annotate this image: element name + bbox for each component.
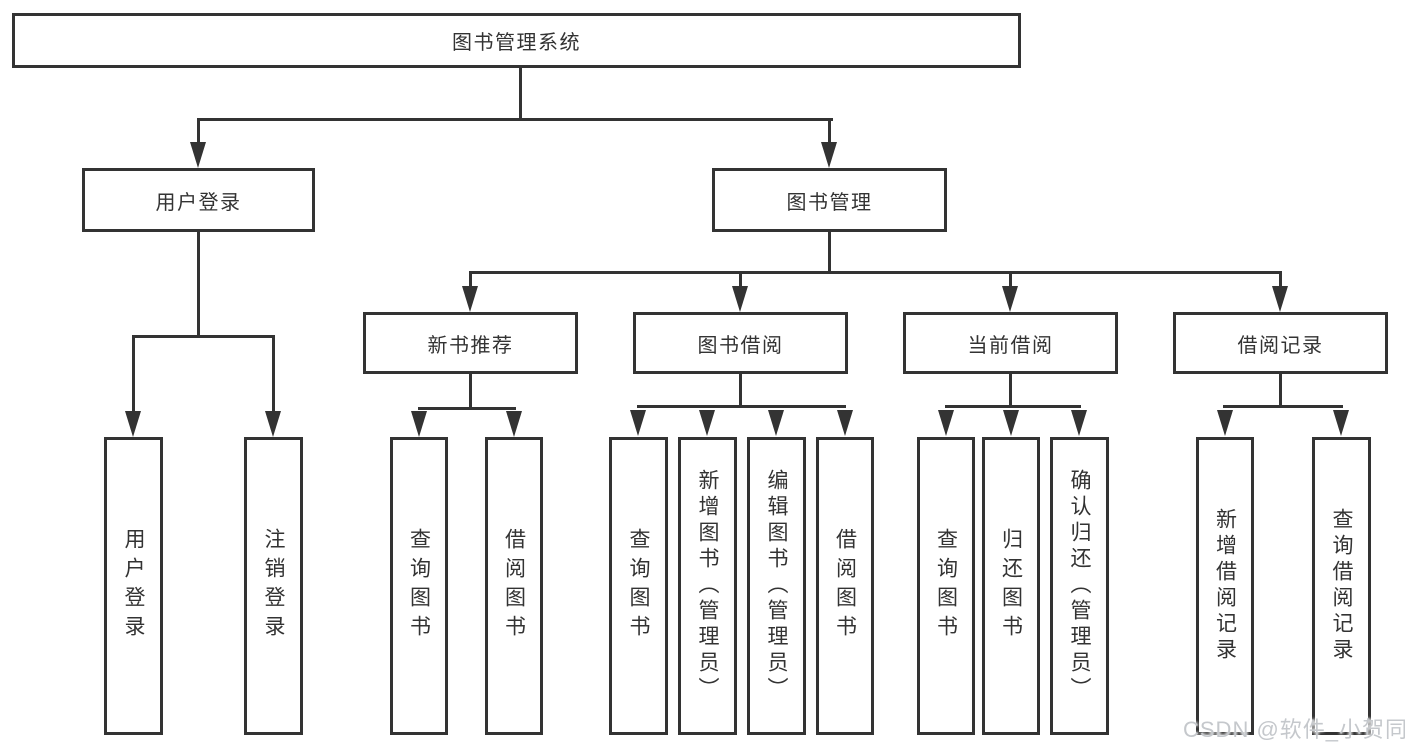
node-borrow-record: 借阅记录 bbox=[1173, 312, 1388, 374]
arrowhead-book-management-icon bbox=[821, 142, 837, 168]
leaf-add-books-admin: 新增图书（管理员） bbox=[678, 437, 737, 735]
leaf-borrow-query-books: 查询图书 bbox=[609, 437, 668, 735]
leaf-borrow-query-books-label: 查询图书 bbox=[627, 528, 650, 644]
arrowhead-query-record-icon bbox=[1333, 410, 1349, 436]
connector-stem-book-management bbox=[828, 118, 831, 150]
leaf-user-login-label: 用户登录 bbox=[122, 528, 145, 644]
connector-stem-leaf-user-login bbox=[132, 335, 135, 415]
connector-user-login-hline bbox=[132, 335, 274, 338]
leaf-recommend-borrow-books-label: 借阅图书 bbox=[502, 528, 526, 644]
connector-stem-leaf-logout bbox=[272, 335, 275, 415]
leaf-add-borrow-record-label: 新增借阅记录 bbox=[1213, 508, 1237, 664]
node-current-borrow: 当前借阅 bbox=[903, 312, 1118, 374]
arrowhead-return-books-icon bbox=[1003, 410, 1019, 436]
arrowhead-confirm-return-icon bbox=[1071, 410, 1087, 436]
connector-user-login-vline bbox=[197, 232, 200, 338]
leaf-current-query-books: 查询图书 bbox=[917, 437, 975, 735]
connector-book-management-vline bbox=[828, 232, 831, 274]
connector-stem-current-borrow bbox=[1009, 271, 1012, 289]
node-book-management: 图书管理 bbox=[712, 168, 947, 232]
arrowhead-book-borrow-icon bbox=[732, 286, 748, 312]
arrowhead-borrow-books-icon bbox=[837, 410, 853, 436]
arrowhead-borrow-record-icon bbox=[1272, 286, 1288, 312]
connector-root-hline bbox=[197, 118, 833, 121]
connector-root-vline bbox=[519, 68, 522, 120]
connector-borrow-vline bbox=[739, 374, 742, 408]
node-book-management-label: 图书管理 bbox=[786, 191, 873, 214]
arrowhead-user-login-icon bbox=[190, 142, 206, 168]
leaf-borrow-books-label: 借阅图书 bbox=[833, 528, 857, 644]
leaf-return-books: 归还图书 bbox=[982, 437, 1040, 735]
arrowhead-add-books-icon bbox=[699, 410, 715, 436]
leaf-current-query-books-label: 查询图书 bbox=[934, 528, 958, 644]
node-root: 图书管理系统 bbox=[12, 13, 1021, 68]
node-root-label: 图书管理系统 bbox=[452, 32, 581, 54]
connector-recommend-vline bbox=[469, 374, 472, 410]
arrowhead-add-record-icon bbox=[1217, 410, 1233, 436]
leaf-recommend-borrow-books: 借阅图书 bbox=[485, 437, 543, 735]
leaf-logout-label: 注销登录 bbox=[262, 528, 285, 644]
connector-stem-user-login bbox=[197, 118, 200, 150]
connector-current-hline bbox=[945, 405, 1081, 408]
arrowhead-recommend-borrow-icon bbox=[506, 411, 522, 437]
arrowhead-new-book-icon bbox=[462, 286, 478, 312]
leaf-return-books-label: 归还图书 bbox=[999, 528, 1023, 644]
arrowhead-borrow-query-icon bbox=[630, 410, 646, 436]
leaf-confirm-return-admin: 确认归还（管理员） bbox=[1050, 437, 1109, 735]
node-borrow-record-label: 借阅记录 bbox=[1237, 334, 1324, 357]
connector-record-vline bbox=[1279, 374, 1282, 408]
leaf-query-borrow-record: 查询借阅记录 bbox=[1312, 437, 1371, 735]
node-new-book-recommend: 新书推荐 bbox=[363, 312, 578, 374]
node-current-borrow-label: 当前借阅 bbox=[967, 334, 1054, 357]
node-book-borrow: 图书借阅 bbox=[633, 312, 848, 374]
node-user-login-label: 用户登录 bbox=[155, 191, 242, 214]
connector-stem-book-borrow bbox=[739, 271, 742, 289]
leaf-edit-books-admin-label: 编辑图书（管理员） bbox=[765, 469, 788, 703]
leaf-query-borrow-record-label: 查询借阅记录 bbox=[1330, 508, 1353, 664]
arrowhead-leaf-user-login-icon bbox=[125, 411, 141, 437]
arrowhead-current-borrow-icon bbox=[1002, 286, 1018, 312]
leaf-user-login: 用户登录 bbox=[104, 437, 163, 735]
arrowhead-recommend-query-icon bbox=[411, 411, 427, 437]
leaf-edit-books-admin: 编辑图书（管理员） bbox=[747, 437, 806, 735]
node-user-login: 用户登录 bbox=[82, 168, 315, 232]
arrowhead-current-query-icon bbox=[938, 410, 954, 436]
leaf-borrow-books: 借阅图书 bbox=[816, 437, 874, 735]
leaf-add-books-admin-label: 新增图书（管理员） bbox=[696, 469, 719, 703]
leaf-confirm-return-admin-label: 确认归还（管理员） bbox=[1068, 469, 1091, 703]
leaf-add-borrow-record: 新增借阅记录 bbox=[1196, 437, 1254, 735]
arrowhead-edit-books-icon bbox=[768, 410, 784, 436]
connector-recommend-hline bbox=[418, 407, 516, 410]
connector-borrow-hline bbox=[637, 405, 846, 408]
node-new-book-recommend-label: 新书推荐 bbox=[427, 334, 514, 357]
leaf-logout: 注销登录 bbox=[244, 437, 303, 735]
arrowhead-leaf-logout-icon bbox=[265, 411, 281, 437]
csdn-watermark: CSDN @软件_小贺同学 bbox=[1183, 717, 1405, 742]
connector-record-hline bbox=[1223, 405, 1343, 408]
connector-stem-borrow-record bbox=[1279, 271, 1282, 289]
connector-current-vline bbox=[1009, 374, 1012, 408]
connector-stem-new-book bbox=[469, 271, 472, 289]
connector-book-management-hline bbox=[469, 271, 1282, 274]
leaf-recommend-query-books-label: 查询图书 bbox=[407, 528, 431, 644]
node-book-borrow-label: 图书借阅 bbox=[697, 334, 784, 357]
leaf-recommend-query-books: 查询图书 bbox=[390, 437, 448, 735]
